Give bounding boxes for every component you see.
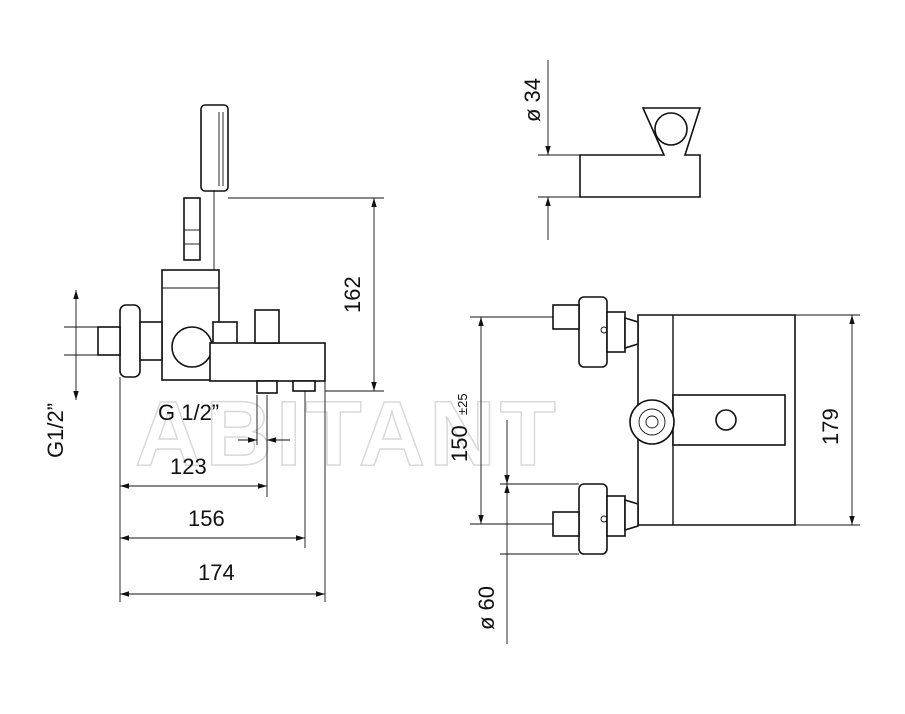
dim-179: 179 [818,408,843,445]
upper-inlet-flange [578,296,608,368]
dim-thread-left: G1/2” [43,403,68,458]
front-diverter-knob [629,399,675,445]
spout-knob [254,309,280,344]
wall-flange [119,304,141,378]
dim-diameter-34: ø 34 [520,78,545,122]
dim-thread-spout: G 1/2” [158,400,219,425]
watermark: ABITANT [135,383,560,485]
side-view-mixer [97,104,326,394]
side-view-dimensions [64,197,384,602]
dim-150: 150 [447,425,472,462]
holder-detail [538,60,702,240]
front-view-dimensions [470,314,860,644]
dim-156: 156 [188,506,225,531]
dim-174: 174 [198,560,235,585]
hand-shower-head [200,104,229,192]
diverter-knob [171,326,213,368]
dim-162: 162 [340,276,365,313]
hand-shower-handle [183,197,201,261]
holder-ring [654,112,688,146]
lower-inlet-connector [552,511,580,537]
inlet-connector [97,326,121,356]
upper-inlet-connector [552,304,580,330]
dim-150-tolerance: ±25 [455,393,470,415]
lower-inlet-flange [578,483,608,555]
front-spout [672,394,786,446]
front-view-mixer [552,296,796,555]
dim-123: 123 [170,454,207,479]
spout [209,342,326,382]
dim-diameter-60: ø 60 [474,586,499,630]
